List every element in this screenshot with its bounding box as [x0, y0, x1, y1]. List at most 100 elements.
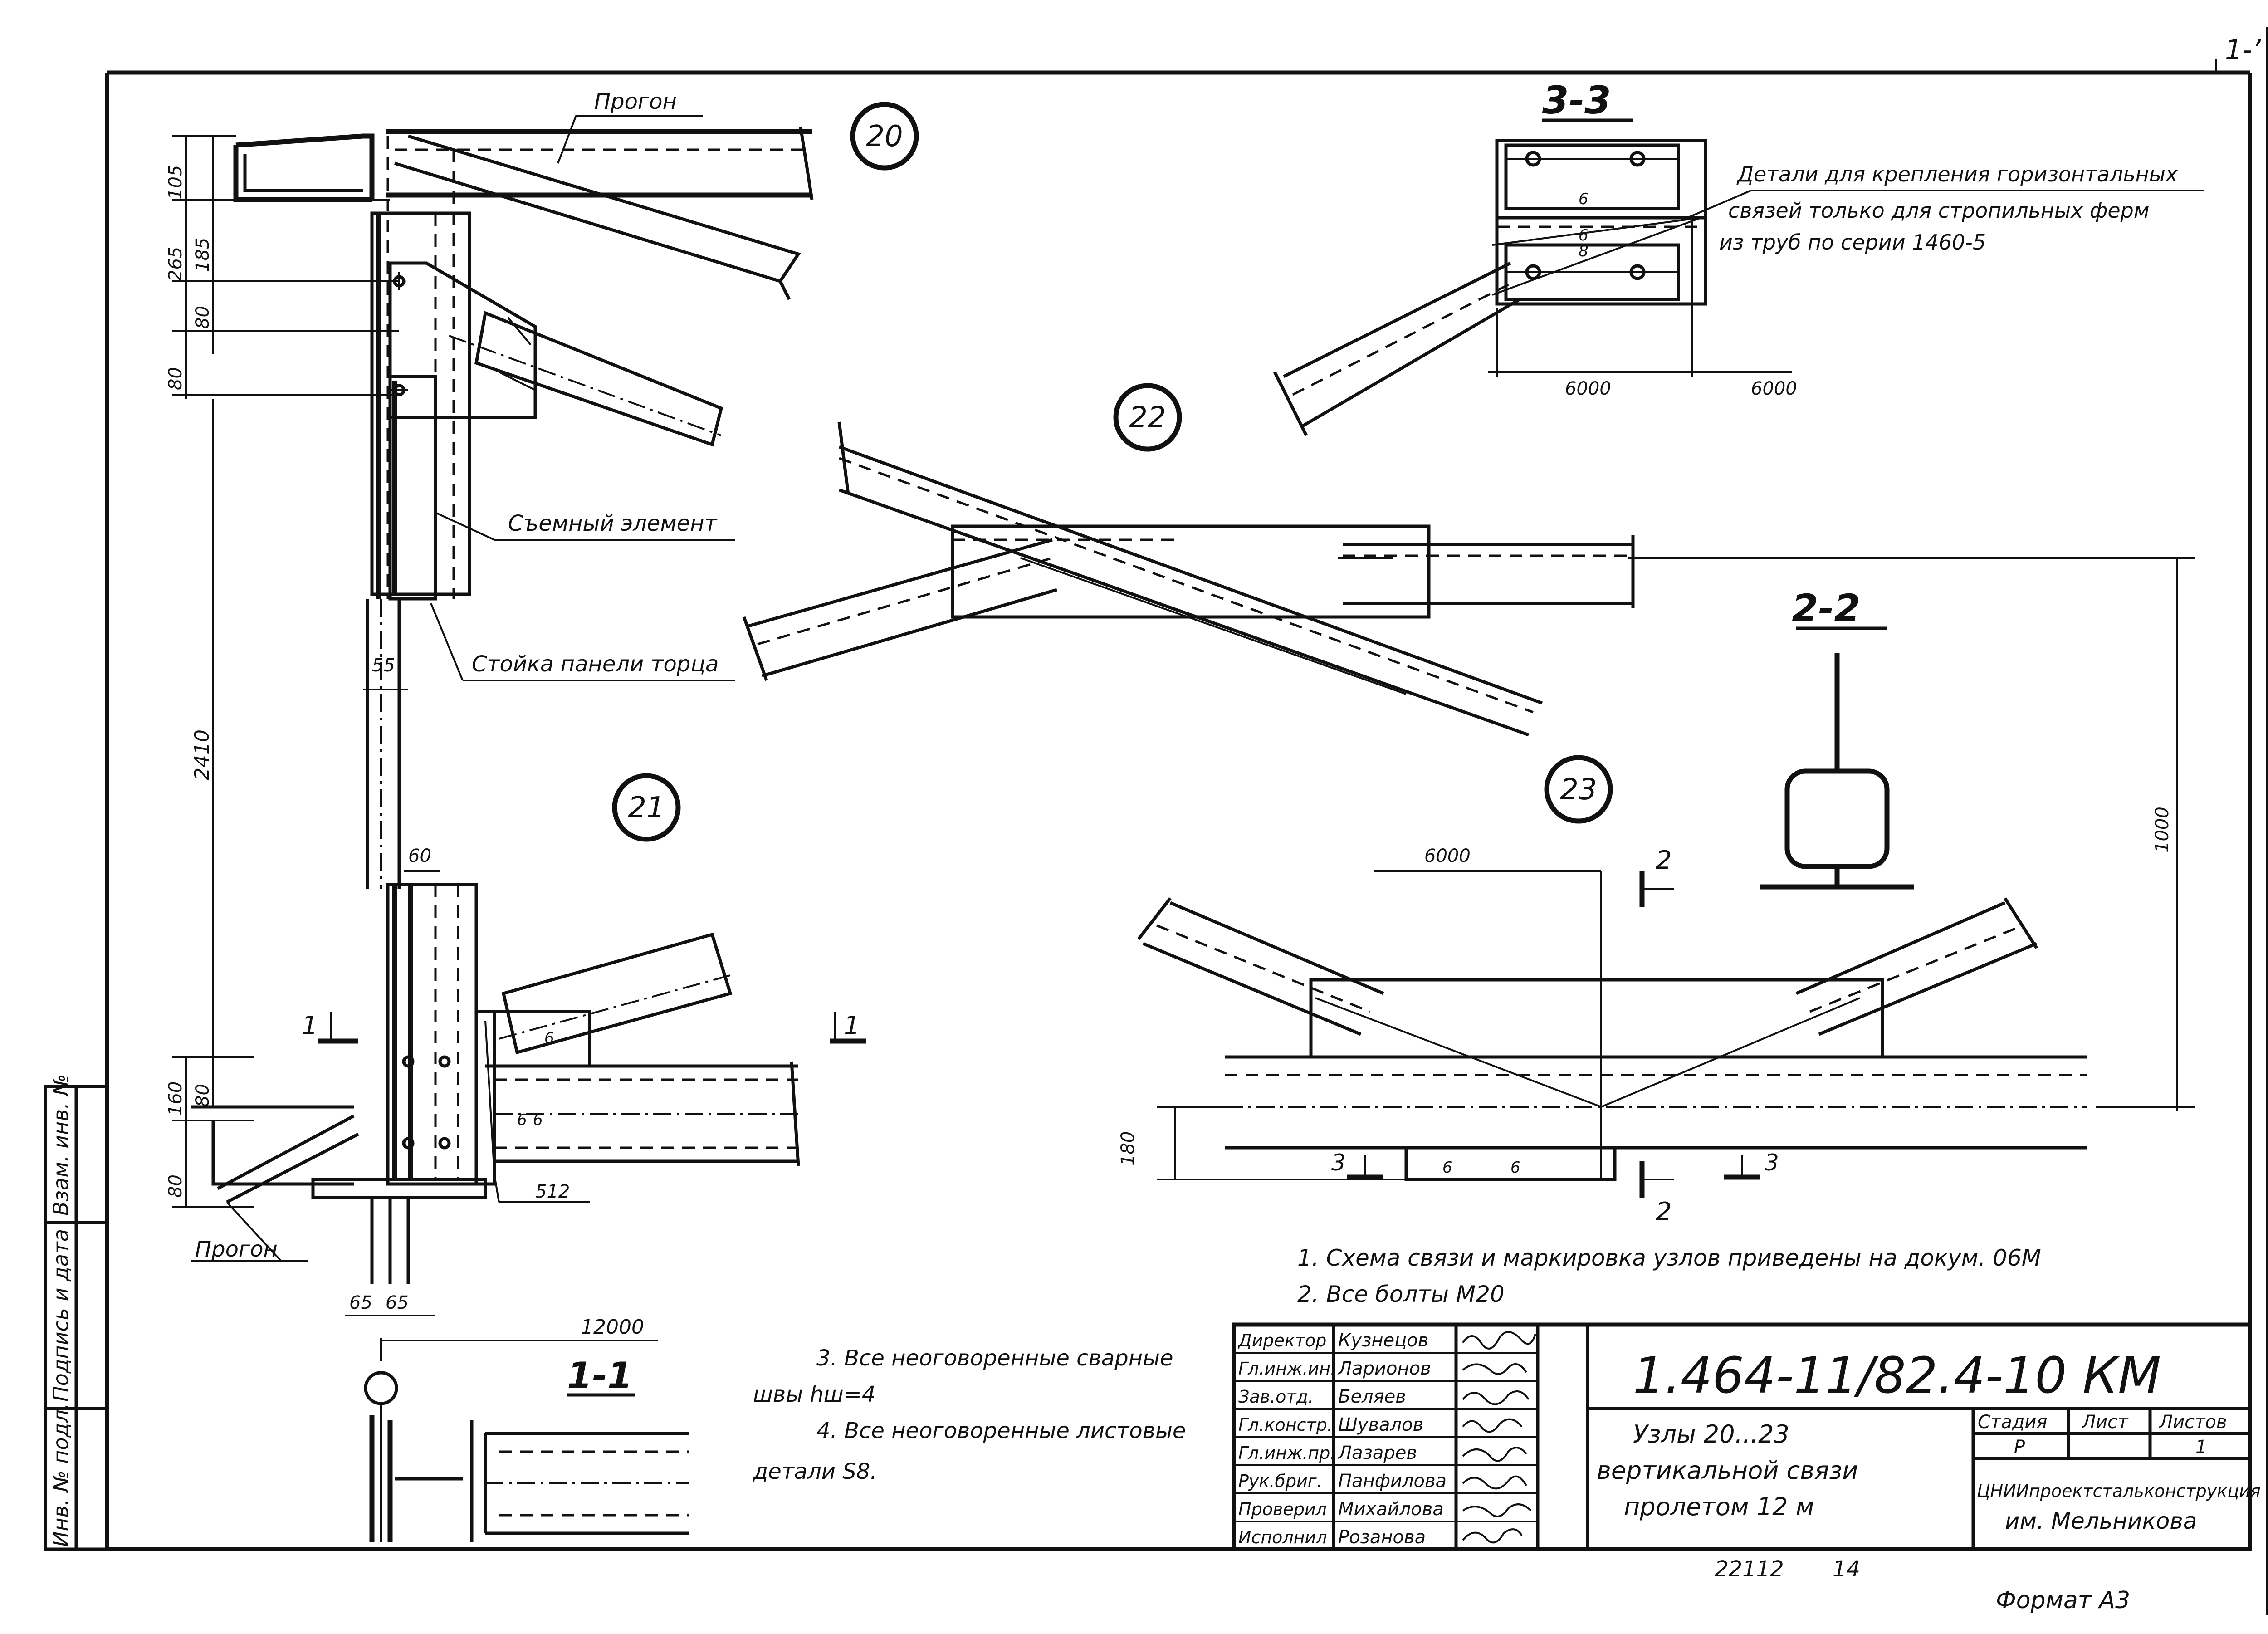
dim-512: 512: [535, 1181, 570, 1202]
signature-name-2: Ларионов: [1337, 1358, 1431, 1379]
weld-8: 8: [1579, 242, 1589, 260]
note-3b: швы hш=4: [753, 1382, 875, 1407]
section-1-1-title: 1-1: [567, 1355, 633, 1397]
cut-3-left-mark: 3: [1331, 1150, 1346, 1176]
dim-265: 265: [165, 247, 186, 281]
node-22-circle: [1113, 383, 1182, 452]
signature-role-2: Гл.инж.ин.: [1238, 1359, 1336, 1379]
node-21-circle: [612, 773, 681, 842]
drawing-title-line1: Узлы 20...23: [1633, 1420, 1789, 1448]
format-label: Формат А3: [1996, 1587, 2130, 1614]
cut-3-right-mark: 3: [1765, 1150, 1779, 1176]
dim-180: 180: [1118, 1131, 1139, 1166]
section-3-3-drawing: [1273, 139, 2204, 436]
weld-6e: 6: [1442, 1159, 1452, 1177]
dim-6000a: 6000: [1565, 378, 1611, 399]
stage-value: Р: [2014, 1437, 2025, 1458]
end-panel-post-label: Стойка панели торца: [472, 651, 719, 677]
node-22-drawing: [742, 421, 1635, 737]
sheet-header: Лист: [2081, 1412, 2129, 1433]
title-block-grid: [1232, 1322, 2252, 1551]
dim-65b: 65: [386, 1292, 409, 1313]
dim-6000c: 6000: [1424, 846, 1471, 866]
document-code: 1.464-11/82.4-10 КМ: [1633, 1346, 2161, 1404]
note-3a: 3. Все неоговоренные сварные: [816, 1345, 1173, 1371]
node-21-number: 21: [628, 791, 665, 825]
dim-65a: 65: [349, 1292, 372, 1313]
details-note-line1: Детали для крепления горизонтальных: [1736, 162, 2178, 186]
node-22-number: 22: [1129, 401, 1166, 435]
note-1: 1. Схема связи и маркировка узлов привед…: [1297, 1245, 2041, 1271]
details-note-line3: из труб по серии 1460-5: [1719, 230, 1986, 254]
details-note-line2: связей только для стропильных ферм: [1728, 198, 2150, 223]
section-3-3-title: 3-3: [1542, 78, 1611, 122]
dim-55: 55: [372, 655, 395, 676]
stamp-podpis-data: Подпись и дата: [49, 1229, 73, 1402]
organization-line1: ЦНИИпроектстальконструкция: [1977, 1481, 2261, 1501]
dim-60: 60: [408, 846, 431, 866]
signature-name-6: Панфилова: [1338, 1471, 1447, 1492]
weld-6c: 6: [517, 1111, 527, 1129]
signature-name-7: Михайлова: [1338, 1499, 1444, 1520]
node-23-circle: [1544, 755, 1613, 824]
organization-line2: им. Мельникова: [2005, 1508, 2197, 1534]
signature-name-5: Лазарев: [1337, 1443, 1417, 1463]
section-2-2-drawing: [1760, 653, 1914, 890]
dim-2410: 2410: [191, 729, 214, 780]
dim-80b: 80: [165, 367, 186, 390]
signature-role-7: Проверил: [1238, 1499, 1327, 1519]
signature-role-8: Исполнил: [1238, 1527, 1327, 1547]
stamp-inv-podl: Инв. № подл.: [49, 1403, 73, 1547]
sheets-header: Листов: [2158, 1412, 2227, 1433]
column-shaft: [200, 399, 401, 1108]
stage-header: Стадия: [1978, 1412, 2047, 1433]
sheets-value: 1: [2195, 1437, 2207, 1458]
side-stamp: [44, 1085, 109, 1551]
drawing-title-line3: пролетом 12 м: [1624, 1492, 1814, 1521]
node-23-number: 23: [1560, 773, 1597, 807]
signature-name-1: Кузнецов: [1338, 1330, 1428, 1351]
node-20-number: 20: [866, 120, 903, 153]
dim-160: 160: [165, 1081, 186, 1116]
dim-80c: 80: [192, 1084, 213, 1107]
cut-1-right-mark: 1: [844, 1011, 860, 1041]
node-20-circle: [850, 102, 919, 171]
weld-6b: 6: [1579, 226, 1589, 245]
node-23-drawing: [1137, 557, 2195, 1198]
dim-80d: 80: [165, 1174, 186, 1198]
note-4b: детали S8.: [753, 1459, 877, 1484]
archive-number: 22112: [1715, 1556, 1784, 1582]
archive-page: 14: [1833, 1556, 1860, 1582]
section-1-1-drawing: [364, 1340, 689, 1542]
section-2-2-title: 2-2: [1792, 586, 1861, 631]
node-21-drawing: [172, 870, 866, 1361]
progon-top-label: Прогон: [594, 89, 677, 114]
node-20-drawing: [172, 115, 814, 690]
signature-role-6: Рук.бриг.: [1238, 1471, 1322, 1491]
progon-bottom-label: Прогон: [195, 1237, 278, 1262]
signature-name-3: Беляев: [1338, 1386, 1406, 1407]
signature-name-8: Розанова: [1338, 1527, 1426, 1548]
dim-185: 185: [192, 238, 213, 272]
stamp-vzam-inv: Взам. инв. №: [49, 1074, 73, 1216]
removable-element-label: Съемный элемент: [508, 511, 718, 536]
weld-6g: 6: [544, 1029, 554, 1047]
weld-6d: 6: [533, 1111, 543, 1129]
weld-6f: 6: [1510, 1159, 1520, 1177]
note-2: 2. Все болты М20: [1297, 1281, 1505, 1307]
dim-12000: 12000: [581, 1316, 644, 1339]
handwritten-signatures: [1462, 1331, 1536, 1544]
signature-role-3: Зав.отд.: [1238, 1387, 1314, 1407]
weld-6a: 6: [1579, 190, 1589, 208]
cut-2-top-mark: 2: [1656, 846, 1672, 875]
drawing-title-line2: вертикальной связи: [1597, 1456, 1858, 1485]
signature-role-1: Директор: [1237, 1331, 1326, 1350]
signature-role-5: Гл.инж.пр.: [1238, 1443, 1335, 1463]
signature-name-4: Шувалов: [1338, 1414, 1423, 1435]
dim-105: 105: [165, 165, 186, 200]
dim-6000b: 6000: [1751, 378, 1797, 399]
cut-2-bottom-mark: 2: [1656, 1197, 1672, 1227]
note-4a: 4. Все неоговоренные листовые: [816, 1418, 1186, 1443]
